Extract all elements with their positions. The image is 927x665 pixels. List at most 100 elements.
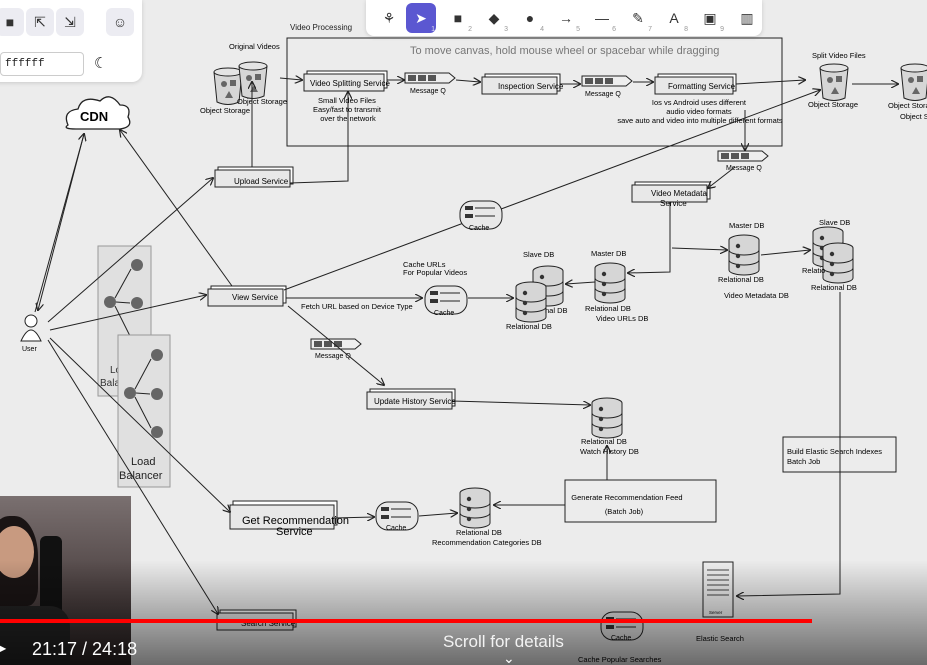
relational-db-1	[515, 281, 547, 323]
export-icon[interactable]: ⇱	[26, 8, 54, 36]
color-input[interactable]: ffffff	[0, 52, 84, 76]
svg-text:Video Metadata: Video Metadata	[651, 189, 707, 198]
play-icon[interactable]: ▶	[0, 640, 7, 657]
ellipse-icon[interactable]: ●4	[525, 10, 544, 33]
svg-text:Server: Server	[709, 610, 723, 615]
side-panel: ■ ⇱ ⇲ ☺ ffffff ☾	[0, 0, 142, 82]
upload-service: Upload Service	[214, 166, 294, 188]
svg-text:View Service: View Service	[232, 293, 279, 302]
image-icon[interactable]: ▣9	[703, 9, 724, 34]
svg-text:Inspection Service: Inspection Service	[498, 82, 564, 91]
master-db-1	[594, 262, 626, 304]
line-icon[interactable]: —6	[595, 10, 616, 33]
cache-urls-note: Cache URLs For Popular Videos	[403, 260, 467, 277]
svg-text:Update History Service: Update History Service	[374, 397, 456, 406]
inspection-service: Inspection Service	[481, 73, 564, 95]
rectangle-icon[interactable]: ■2	[453, 10, 472, 33]
video-processing-group	[286, 37, 783, 147]
pencil-icon[interactable]: ✎7	[632, 9, 652, 34]
slave-db-label-1: Slave DB	[523, 250, 554, 259]
cdn-cloud: CDN	[65, 96, 131, 130]
update-history-service: Update History Service	[366, 388, 456, 410]
svg-text:Upload Service: Upload Service	[234, 177, 289, 186]
reco-categories-db-label: Recommendation Categories DB	[432, 538, 542, 547]
folder-open-icon[interactable]: ■	[0, 8, 24, 36]
time-display: 21:17 / 24:18	[32, 639, 138, 659]
diamond-icon[interactable]: ◆3	[488, 9, 508, 34]
object-storage-label-3: Object Storage	[808, 100, 858, 109]
watch-history-db	[591, 397, 623, 439]
moon-icon[interactable]: ☾	[94, 55, 108, 72]
relational-db-label-6: Relational DB	[456, 528, 502, 537]
relational-db-label-4: Relational DB	[811, 283, 857, 292]
object-storage-original-2	[238, 61, 268, 99]
cache-label-2: Cache	[434, 310, 454, 317]
slave-db-label-2: Slave DB	[819, 218, 850, 227]
collaborate-icon[interactable]: ☺	[106, 8, 134, 36]
lock-icon[interactable]: ⚘	[382, 9, 396, 26]
svg-text:Service: Service	[660, 199, 687, 208]
original-videos-label: Original Videos	[229, 42, 280, 51]
relational-db-label-1: Relational DB	[506, 322, 552, 331]
relational-db-label-5: Relational DB	[581, 437, 627, 446]
cache-label-1: Cache	[469, 225, 489, 232]
elastic-search-label: Elastic Search	[696, 634, 744, 643]
video-urls-db-label: Video URLs DB	[596, 314, 648, 323]
export-image-icon[interactable]: ⇲	[56, 8, 84, 36]
recommendation-categories-db	[459, 487, 491, 529]
object-storage-right	[900, 63, 927, 101]
video-processing-title: Video Processing	[290, 23, 352, 32]
relational-db-label-2: Relational DB	[585, 304, 631, 313]
scroll-hint[interactable]: Scroll for details	[443, 632, 564, 651]
cache-label-4: Cache	[611, 635, 631, 642]
relational-db-label-1b: nal DB	[545, 306, 568, 315]
svg-text:Formatting Service: Formatting Service	[668, 82, 736, 91]
get-recommendation-service: Get Recommendation Service	[229, 500, 349, 538]
object-storage-split	[819, 63, 849, 101]
video-metadata-db-label: Video Metadata DB	[724, 291, 789, 300]
message-q-label-3: Message Q	[726, 165, 762, 172]
relational-db-4	[822, 242, 854, 284]
chevron-down-icon[interactable]: ⌄	[503, 650, 515, 665]
pointer-icon[interactable]: ➤1	[406, 3, 436, 33]
master-db-label-2: Master DB	[729, 221, 764, 230]
cache-label-3: Cache	[386, 525, 406, 532]
library-icon[interactable]: ▥	[740, 9, 754, 26]
recommendation-feed-box	[564, 479, 717, 523]
canvas-hint: To move canvas, hold mouse wheel or spac…	[410, 45, 719, 57]
svg-text:User: User	[22, 346, 37, 353]
master-db-label-1: Master DB	[591, 249, 626, 258]
svg-text:Video Splitting Service: Video Splitting Service	[310, 79, 390, 88]
fetch-url-note: Fetch URL based on Device Type	[301, 302, 413, 311]
video-metadata-service: Video Metadata Service	[631, 181, 711, 208]
object-s-label: Object S	[900, 112, 927, 121]
svg-text:Service: Service	[276, 526, 313, 538]
user-actor: User	[20, 314, 42, 353]
progress-bar[interactable]	[0, 619, 813, 623]
relational-db-label-4b: Relatio	[802, 266, 825, 275]
message-q-label-1: Message Q	[410, 88, 446, 95]
master-db-2	[728, 234, 760, 276]
cache-popular-searches-label: Cache Popular Searches	[578, 655, 662, 664]
svg-text:CDN: CDN	[80, 109, 108, 124]
recommendation-feed-label: Generate Recommendation Feed (Batch Job)	[571, 493, 684, 516]
watch-history-db-label: Watch History DB	[580, 447, 639, 456]
object-storage-label-1: Object Storage	[237, 97, 287, 106]
formatting-service: Formatting Service	[654, 73, 737, 95]
message-q-label-4: Message Q	[315, 353, 351, 360]
relational-db-label-3: Relational DB	[718, 275, 764, 284]
format-notes: Ios vs Android uses different audio vide…	[617, 98, 783, 125]
message-q-label-2: Message Q	[585, 91, 621, 98]
arrow-icon[interactable]: →5	[559, 10, 580, 33]
view-service: View Service	[207, 285, 287, 307]
svg-text:Get Recommendation: Get Recommendation	[242, 515, 349, 527]
video-splitting-service: Video Splitting Service	[303, 70, 390, 92]
object-storage-label-2: Object Storage	[200, 106, 250, 115]
object-storage-right-label: Object Storage	[888, 101, 927, 110]
elastic-batch-label: Build Elastic Search Indexes Batch Job	[787, 447, 884, 466]
elastic-search-server: Server	[702, 561, 734, 618]
